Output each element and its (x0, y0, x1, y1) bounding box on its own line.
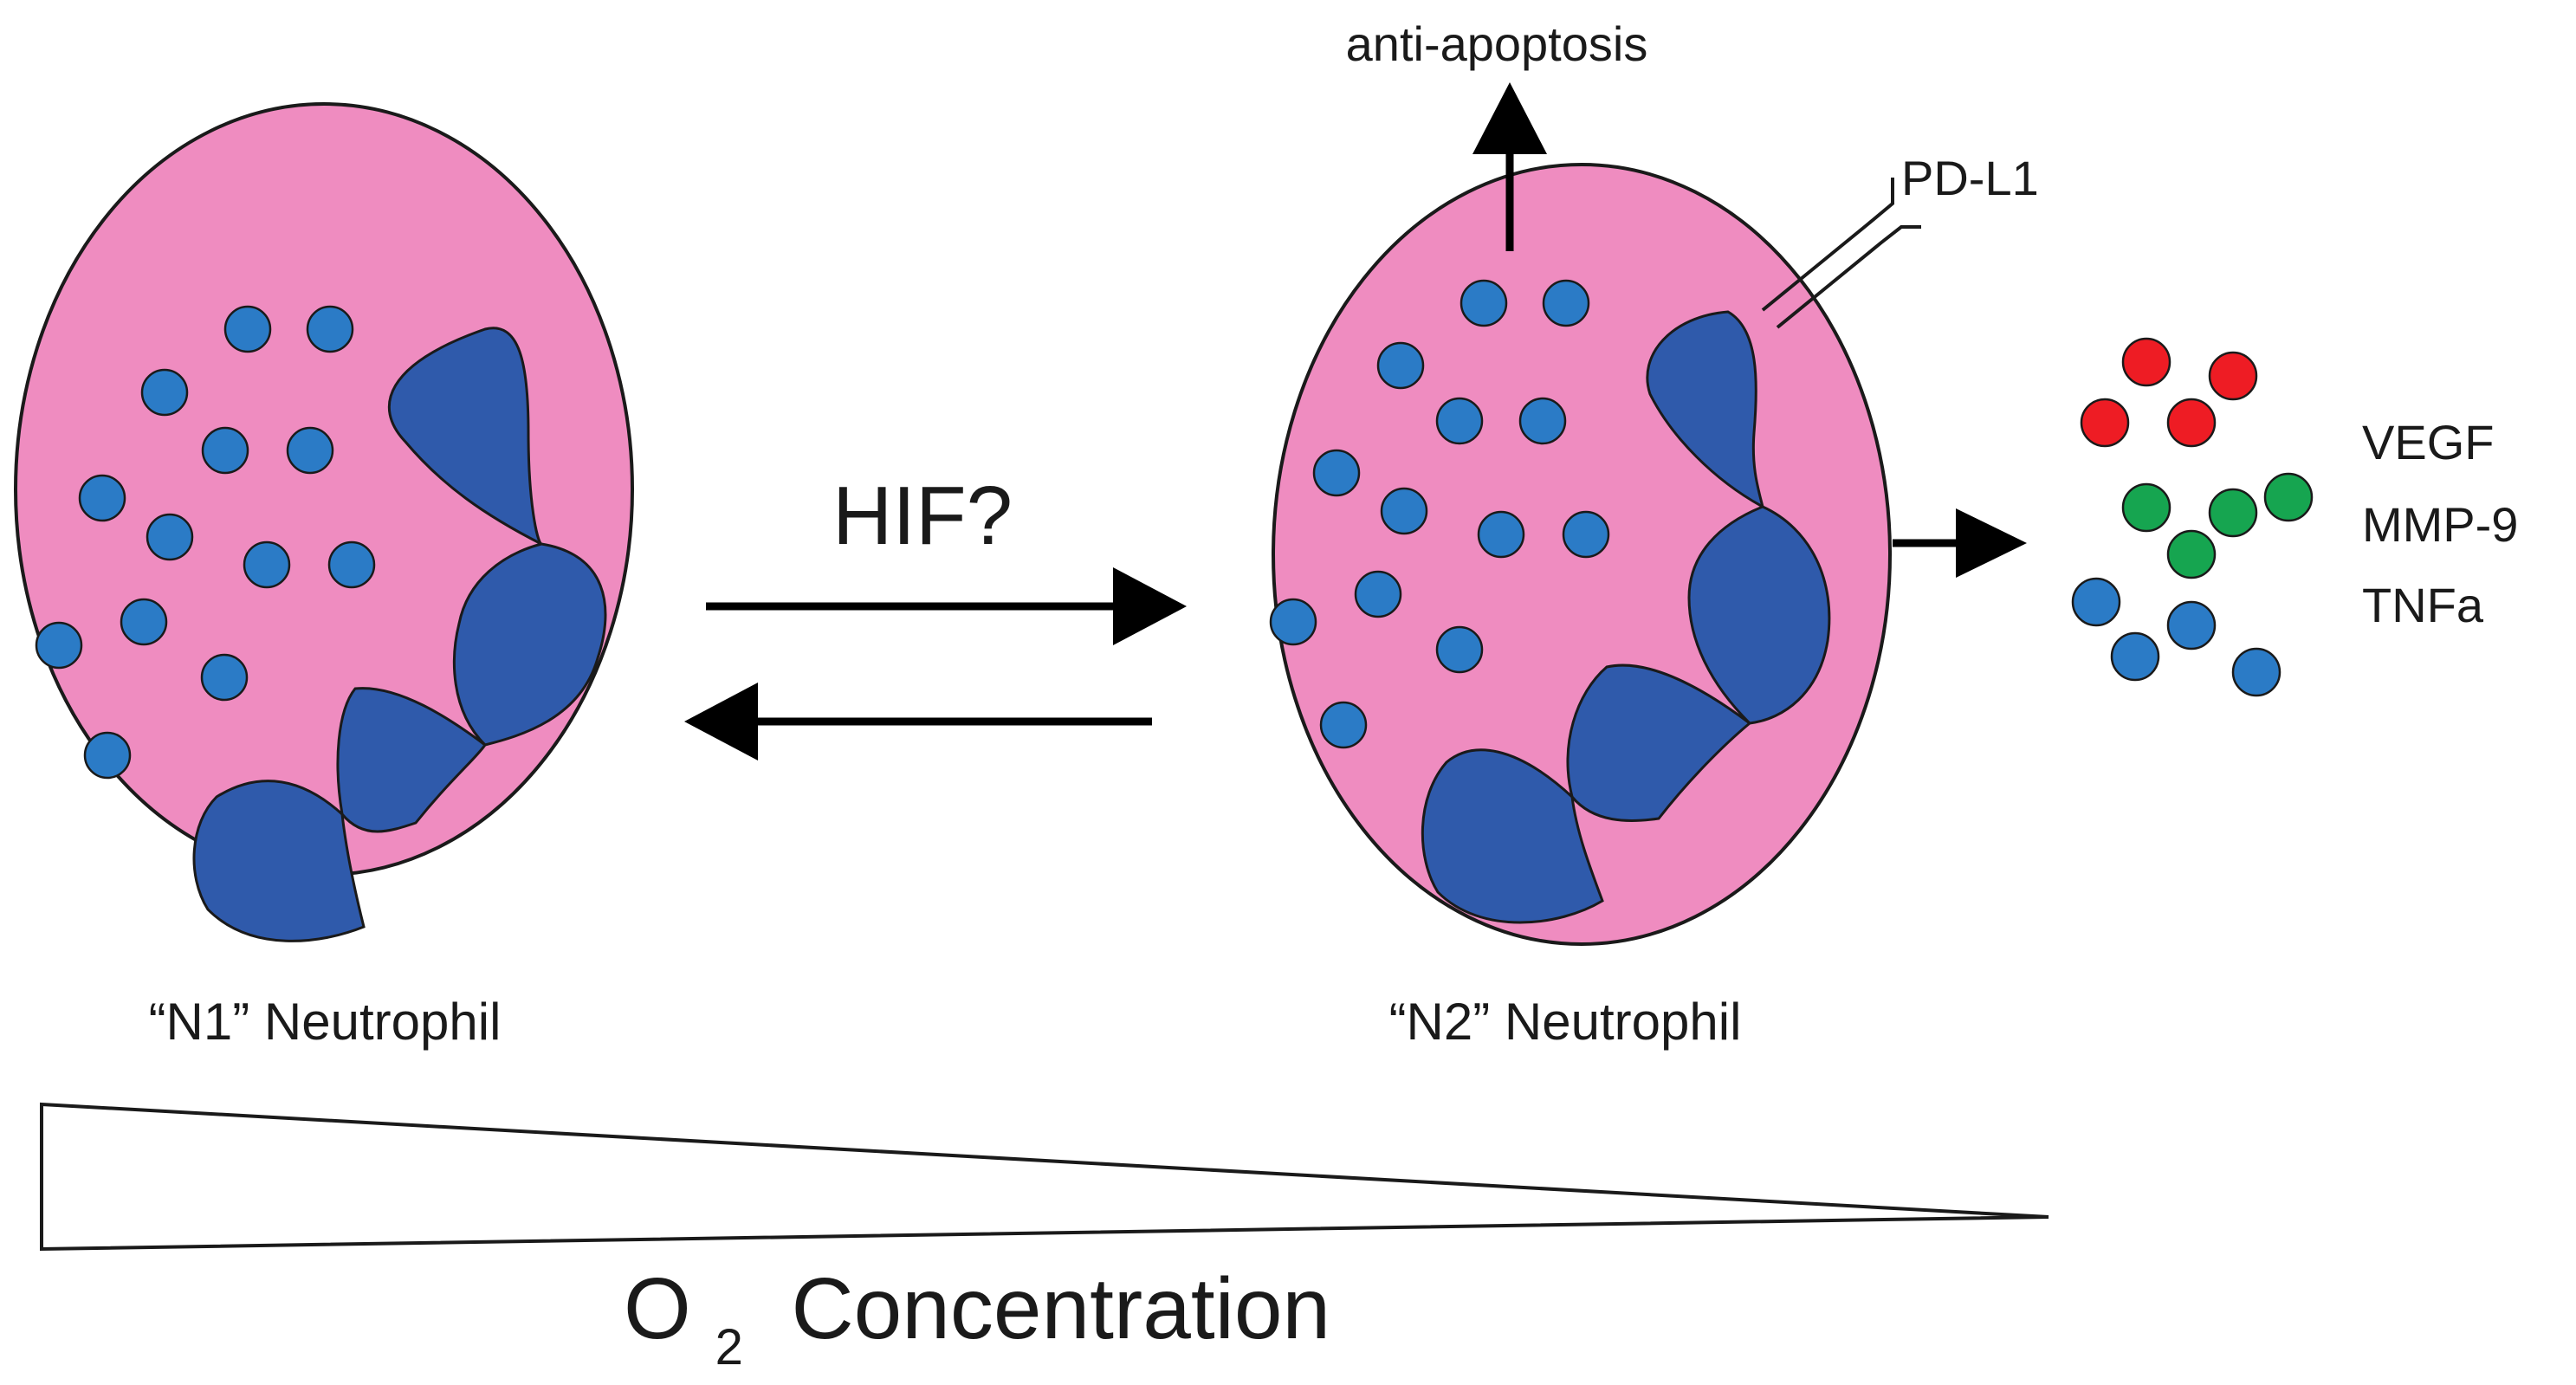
n2-label: “N2” Neutrophil (1389, 993, 1742, 1051)
vegf-dot (2121, 337, 2171, 387)
n1-nucleus-lobe (336, 687, 488, 833)
n1-nucleus-lobe (387, 327, 543, 546)
granule (1269, 598, 1317, 646)
n2-nucleus-lobe (1646, 310, 1765, 509)
pdl1-label: PD-L1 (1901, 151, 2039, 205)
granule (1354, 570, 1402, 618)
granule (120, 598, 168, 646)
granule (1376, 341, 1425, 390)
granule (1477, 510, 1525, 559)
granule (1312, 449, 1361, 497)
granule (1542, 279, 1590, 327)
granule (1562, 510, 1610, 559)
granule (1319, 701, 1368, 749)
tnfa-label: TNFa (2362, 578, 2484, 632)
granule (1435, 397, 1484, 445)
granule (1518, 397, 1567, 445)
granule (200, 653, 249, 702)
granule (223, 305, 272, 353)
pdl1-receptor-icon (1761, 178, 1921, 329)
n1-nucleus-lobe (452, 542, 607, 747)
hif-label: HIF? (832, 469, 1013, 562)
granule (146, 513, 194, 561)
n2-nucleus-lobe (1421, 748, 1604, 924)
n2-nucleus (1421, 310, 1831, 924)
secretion-arrow (1893, 508, 2027, 578)
n1-label: “N1” Neutrophil (149, 993, 502, 1051)
vegf-dot (2166, 398, 2217, 448)
granule (1380, 487, 1428, 535)
granule (306, 305, 354, 353)
n2-neutrophil (1269, 163, 1892, 946)
n1-nucleus (192, 327, 607, 942)
granule (201, 426, 249, 475)
n2-granules (1269, 279, 1610, 749)
n2-nucleus-lobe (1566, 663, 1752, 822)
granule (1435, 625, 1484, 674)
tnfa-dot (2166, 600, 2217, 650)
granule (35, 621, 83, 670)
o2-gradient-wedge (40, 1102, 2049, 1252)
o2-concentration-text: Concentration (767, 1260, 1330, 1357)
mmp9-label: MMP-9 (2362, 497, 2518, 552)
vegf-dot (2080, 398, 2130, 448)
secreted-vegf-dots (2080, 337, 2258, 448)
mmp9-dot (2263, 472, 2314, 522)
secreted-tnfa-dots (2071, 577, 2282, 697)
tnfa-dot (2071, 577, 2121, 627)
granule (327, 540, 376, 589)
tnfa-dot (2231, 647, 2282, 697)
n1-neutrophil (14, 102, 634, 942)
n1-granules (35, 305, 376, 780)
granule (83, 731, 132, 780)
granule (243, 540, 291, 589)
vegf-dot (2208, 351, 2258, 401)
anti-apoptosis-label: anti-apoptosis (1346, 16, 1648, 71)
mmp9-dot (2121, 482, 2171, 533)
o2-concentration-label: O 2 Concentration (624, 1260, 1330, 1383)
tnfa-dot (2110, 631, 2160, 682)
vegf-label: VEGF (2362, 415, 2494, 469)
secreted-mmp9-dots (2121, 472, 2314, 579)
granule (286, 426, 334, 475)
granule (78, 474, 126, 522)
o2-symbol: O (624, 1260, 691, 1357)
granule (1460, 279, 1508, 327)
o2-subscript: 2 (715, 1319, 743, 1375)
mmp9-dot (2208, 488, 2258, 538)
n1-to-n2-arrow (706, 567, 1187, 645)
mmp9-dot (2166, 529, 2217, 579)
anti-apoptosis-arrow (1472, 82, 1547, 251)
granule (140, 368, 189, 417)
n2-to-n1-arrow (684, 683, 1152, 760)
n1-nucleus-lobe (192, 780, 366, 942)
